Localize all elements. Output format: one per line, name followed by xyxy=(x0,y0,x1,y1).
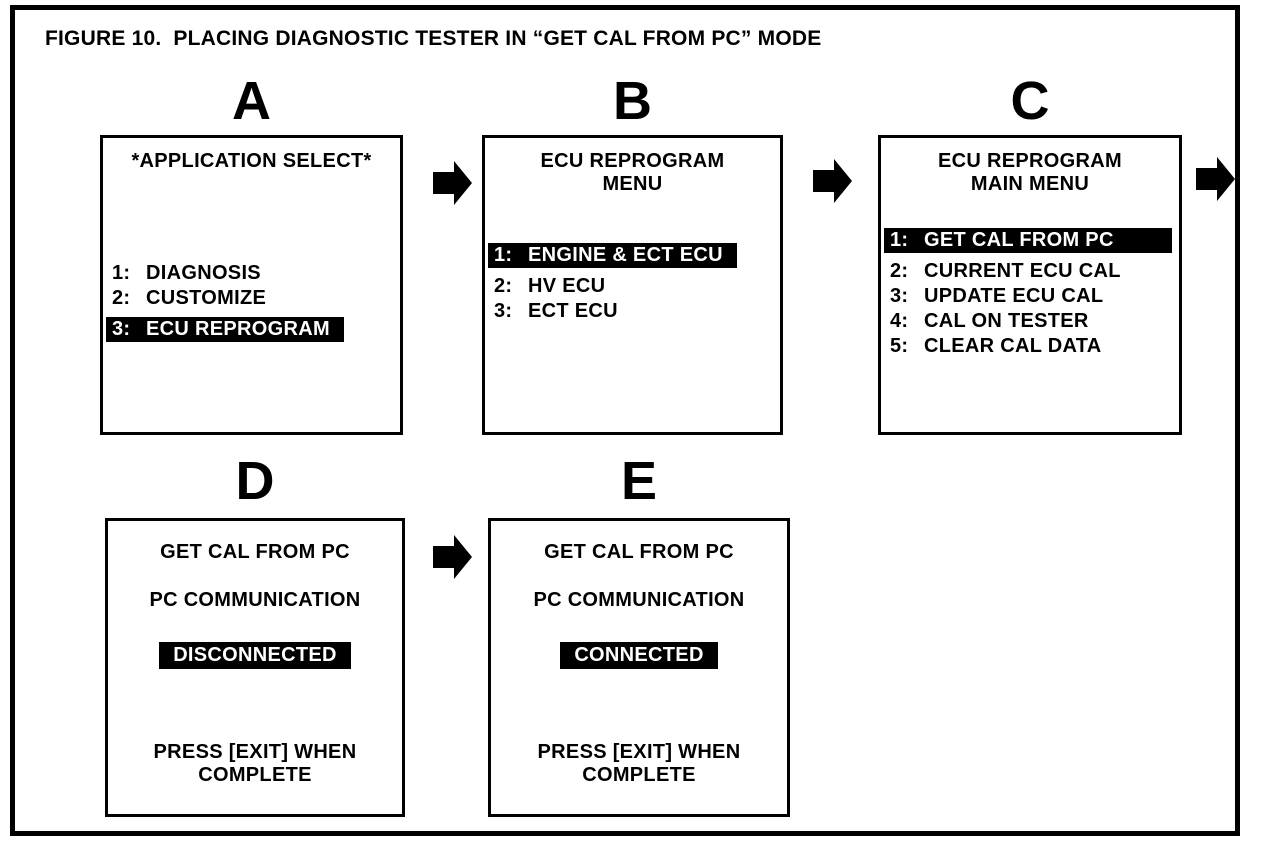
step-label-d: D xyxy=(235,451,275,511)
screen-line-subtitle: PC COMMUNICATION xyxy=(533,589,745,611)
screen-header: ECU REPROGRAM MAIN MENU xyxy=(881,150,1179,196)
menu-item-update-ecu-cal: 3:UPDATE ECU CAL xyxy=(890,285,1104,307)
menu-item-current-ecu-cal: 2:CURRENT ECU CAL xyxy=(890,260,1121,282)
status-row: DISCONNECTED xyxy=(108,642,402,669)
figure-frame: FIGURE 10. PLACING DIAGNOSTIC TESTER IN … xyxy=(10,5,1240,836)
screen-footer-line: COMPLETE xyxy=(582,764,696,786)
screen-line-subtitle: PC COMMUNICATION xyxy=(149,589,361,611)
screen-footer-line: PRESS [EXIT] WHEN xyxy=(153,741,357,763)
screen-footer-line: COMPLETE xyxy=(198,764,312,786)
menu-item-ect-ecu: 3:ECT ECU xyxy=(494,300,618,322)
step-label-a: A xyxy=(232,71,271,131)
screen-header-line: ECU REPROGRAM xyxy=(938,150,1122,172)
tester-screen-pc-comm-disconnected: GET CAL FROM PC PC COMMUNICATION DISCONN… xyxy=(105,518,405,817)
screen-header-line: MENU xyxy=(602,173,663,195)
flow-arrow-icon xyxy=(1196,157,1235,201)
menu-item-get-cal-from-pc: 1:GET CAL FROM PC xyxy=(884,228,1172,253)
menu-list: 1:ENGINE & ECT ECU 2:HV ECU 3:ECT ECU xyxy=(488,237,777,324)
menu-item-clear-cal-data: 5:CLEAR CAL DATA xyxy=(890,335,1102,357)
screen-header-line: MAIN MENU xyxy=(970,173,1090,195)
menu-item-diagnosis: 1:DIAGNOSIS xyxy=(112,262,261,284)
screen-footer: PRESS [EXIT] WHEN COMPLETE xyxy=(491,741,787,787)
tester-screen-ecu-reprogram-main-menu: ECU REPROGRAM MAIN MENU 1:GET CAL FROM P… xyxy=(878,135,1182,435)
flow-arrow-icon xyxy=(433,161,472,205)
flow-arrow-icon xyxy=(433,535,472,579)
status-row: CONNECTED xyxy=(491,642,787,669)
menu-item-cal-on-tester: 4:CAL ON TESTER xyxy=(890,310,1089,332)
tester-screen-application-select: *APPLICATION SELECT* 1:DIAGNOSIS 2:CUSTO… xyxy=(100,135,403,435)
menu-item-hv-ecu: 2:HV ECU xyxy=(494,275,606,297)
menu-item-customize: 2:CUSTOMIZE xyxy=(112,287,267,309)
screen-header-line: *APPLICATION SELECT* xyxy=(131,150,372,172)
screen-line-title: GET CAL FROM PC xyxy=(544,541,734,563)
menu-list: 1:DIAGNOSIS 2:CUSTOMIZE 3:ECU REPROGRAM xyxy=(106,261,397,348)
step-label-b: B xyxy=(613,71,652,131)
screen-header-line: ECU REPROGRAM xyxy=(540,150,725,172)
screen-header: ECU REPROGRAM MENU xyxy=(485,150,780,196)
screen-footer-line: PRESS [EXIT] WHEN xyxy=(537,741,741,763)
step-label-e: E xyxy=(620,451,658,511)
screen-line-title: GET CAL FROM PC xyxy=(160,541,350,563)
screen-footer: PRESS [EXIT] WHEN COMPLETE xyxy=(108,741,402,787)
tester-screen-pc-comm-connected: GET CAL FROM PC PC COMMUNICATION CONNECT… xyxy=(488,518,790,817)
menu-item-engine-ect-ecu: 1:ENGINE & ECT ECU xyxy=(488,243,737,268)
tester-screen-ecu-reprogram-menu: ECU REPROGRAM MENU 1:ENGINE & ECT ECU 2:… xyxy=(482,135,783,435)
step-label-c: C xyxy=(1010,71,1050,131)
menu-item-ecu-reprogram: 3:ECU REPROGRAM xyxy=(106,317,344,342)
menu-list: 1:GET CAL FROM PC 2:CURRENT ECU CAL 3:UP… xyxy=(884,222,1176,359)
status-badge-connected: CONNECTED xyxy=(560,642,718,669)
screen-header: *APPLICATION SELECT* xyxy=(103,150,400,173)
figure-title: FIGURE 10. PLACING DIAGNOSTIC TESTER IN … xyxy=(45,27,822,50)
status-badge-disconnected: DISCONNECTED xyxy=(159,642,351,669)
flow-arrow-icon xyxy=(813,159,852,203)
